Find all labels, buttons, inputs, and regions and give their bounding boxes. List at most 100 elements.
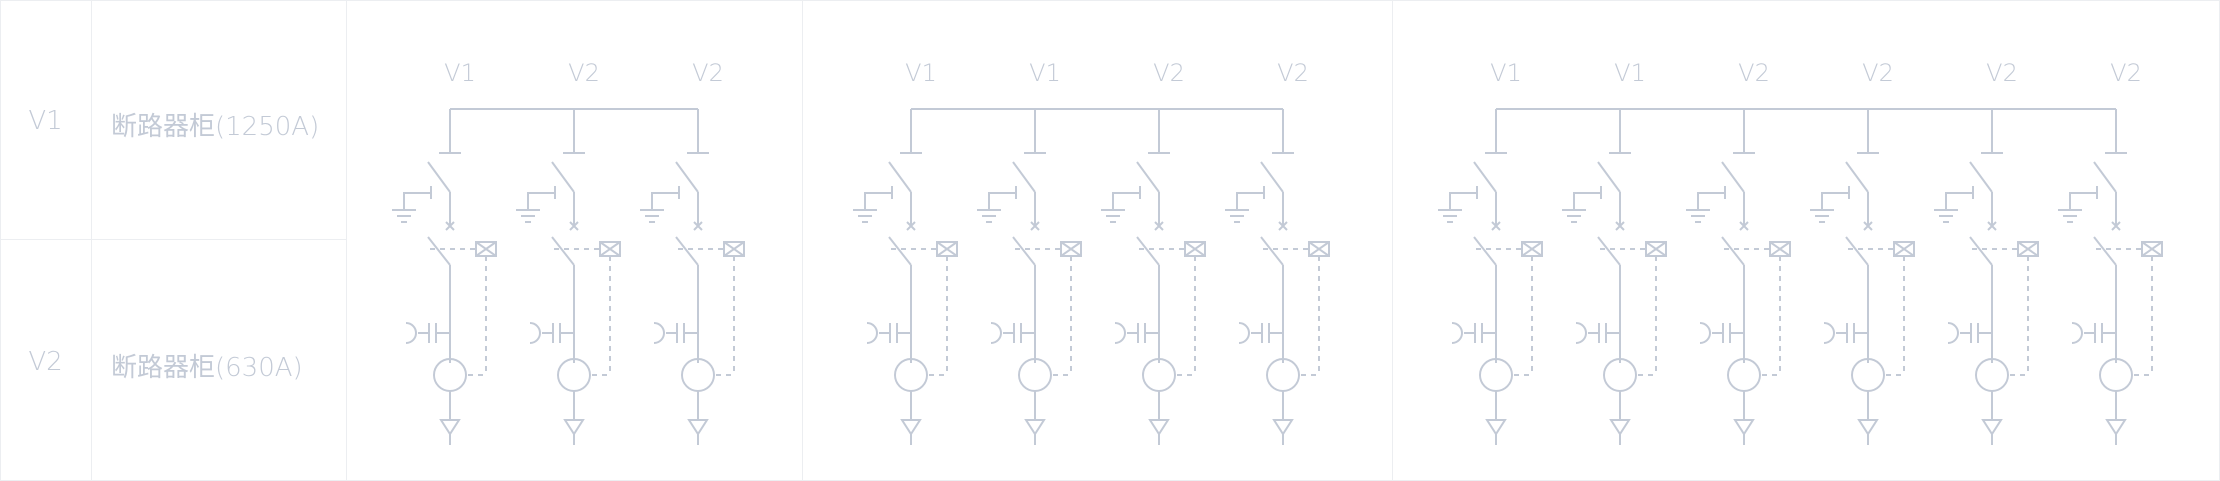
contact-mark [2111,221,2121,231]
cable-terminal [1609,419,1631,436]
interlock-box-cross [1893,241,1915,257]
current-transformer [1975,358,2009,392]
cabinet-code-label: V2 [1738,59,1770,87]
earthing-arm [403,192,431,210]
interlock-box-cross [1060,241,1082,257]
contact-mark [693,221,703,231]
indicator-arc [1947,322,1959,344]
earthing-arm [1112,192,1140,210]
cabinet-unit: V1 [977,59,1082,445]
legend-table: V1 断路器柜(1250A) V2 断路器柜(630A) [0,0,346,481]
interlock-box-cross [936,241,958,257]
cable-terminal [563,419,585,436]
earthing-arm [1821,192,1849,210]
breaker-blade [427,236,451,266]
cable-terminal [1485,419,1507,436]
indicator-arc [990,322,1002,344]
contact-mark [569,221,579,231]
disconnector-blade [2093,161,2117,193]
disconnector-blade [675,161,699,193]
breaker-blade [2093,236,2117,266]
cabinet-code-label: V2 [1277,59,1309,87]
cabinet-code-label: V1 [1029,59,1061,87]
contact-mark [1987,221,1997,231]
cable-terminal [1272,419,1294,436]
breaker-blade [1012,236,1036,266]
disconnector-blade [551,161,575,193]
current-transformer [2099,358,2133,392]
earthing-arm [527,192,555,210]
contact-mark [1154,221,1164,231]
breaker-blade [675,236,699,266]
breaker-blade [551,236,575,266]
earthing-arm [988,192,1016,210]
cabinet-unit: V2 [2058,59,2163,445]
cabinet-unit: V1 [1562,59,1667,445]
earthing-arm [651,192,679,210]
disconnector-blade [1721,161,1745,193]
interlock-box-cross [2017,241,2039,257]
current-transformer [433,358,467,392]
contact-mark [1863,221,1873,231]
cabinet-code-label: V2 [692,59,724,87]
cable-terminal [687,419,709,436]
legend-code: V2 [28,347,63,377]
interlock-box-cross [599,241,621,257]
interlock-box-cross [1184,241,1206,257]
current-transformer [1018,358,1052,392]
current-transformer [1142,358,1176,392]
current-transformer [1727,358,1761,392]
cable-terminal [1733,419,1755,436]
contact-mark [1278,221,1288,231]
legend-row-v1: V1 断路器柜(1250A) [0,0,346,239]
cabinet-unit: V1 [1438,59,1543,445]
breaker-blade [1721,236,1745,266]
indicator-arc [1451,322,1463,344]
cabinet-unit: V1 [853,59,958,445]
indicator-arc [1238,322,1250,344]
disconnector-blade [1969,161,1993,193]
earthing-arm [1236,192,1264,210]
disconnector-blade [1597,161,1621,193]
current-transformer [1266,358,1300,392]
earthing-arm [864,192,892,210]
contact-mark [1615,221,1625,231]
indicator-arc [1575,322,1587,344]
panel-group: V1 V1 V2 V2 [853,59,1330,445]
earthing-arm [1573,192,1601,210]
cabinet-code-label: V1 [444,59,476,87]
contact-mark [445,221,455,231]
earthing-arm [1697,192,1725,210]
cabinet-code-label: V2 [568,59,600,87]
interlock-box-cross [1308,241,1330,257]
indicator-arc [1114,322,1126,344]
cable-terminal [439,419,461,436]
cabinet-code-label: V2 [2110,59,2142,87]
interlock-box-cross [1521,241,1543,257]
legend-row-v2: V2 断路器柜(630A) [0,239,346,481]
indicator-arc [2071,322,2083,344]
contact-mark [1030,221,1040,231]
legend-name: 断路器柜(1250A) [111,112,320,142]
indicator-arc [1823,322,1835,344]
cabinet-code-label: V2 [1986,59,2018,87]
cabinet-code-label: V1 [1614,59,1646,87]
indicator-arc [1699,322,1711,344]
breaker-blade [1136,236,1160,266]
cable-terminal [1024,419,1046,436]
current-transformer [1851,358,1885,392]
interlock-box-cross [723,241,745,257]
cabinet-unit: V1 [392,59,497,445]
breaker-blade [1845,236,1869,266]
cabinet-unit: V2 [640,59,745,445]
cable-terminal [2105,419,2127,436]
contact-mark [906,221,916,231]
cabinet-code-label: V2 [1153,59,1185,87]
disconnector-blade [1473,161,1497,193]
current-transformer [894,358,928,392]
cabinet-code-label: V1 [1490,59,1522,87]
cabinet-code-label: V1 [905,59,937,87]
cable-terminal [1857,419,1879,436]
current-transformer [681,358,715,392]
